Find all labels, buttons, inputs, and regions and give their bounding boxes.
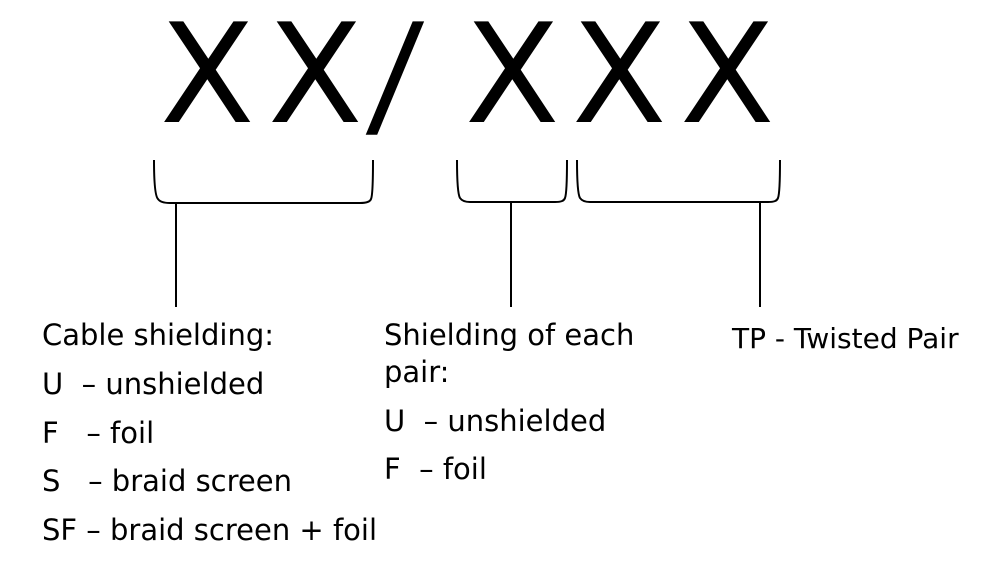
bracket-pair-shielding bbox=[456, 159, 568, 203]
code-letter-3: X bbox=[465, 0, 560, 155]
cable-shielding-item-f: F – foil bbox=[42, 415, 155, 450]
code-letter-1: X bbox=[160, 0, 255, 155]
cable-shielding-title: Cable shielding: bbox=[42, 318, 275, 352]
code-letter-4: X bbox=[572, 0, 667, 155]
code-letter-5: X bbox=[680, 0, 775, 155]
pair-shielding-title-line2: pair: bbox=[384, 354, 450, 389]
pair-shielding-item-u: U – unshielded bbox=[384, 403, 607, 438]
pair-shielding-title-line1: Shielding of each bbox=[384, 318, 635, 352]
bracket-twisted-pair bbox=[576, 159, 781, 203]
cable-shielding-item-s: S – braid screen bbox=[42, 464, 292, 499]
cable-shielding-legend: Cable shielding: U – unshielded F – foil… bbox=[42, 318, 377, 562]
pair-shielding-legend: Shielding of each pair: U – unshielded F… bbox=[384, 318, 634, 501]
code-letter-2: X bbox=[268, 0, 363, 155]
cable-shielding-item-sf: SF – braid screen + foil bbox=[42, 513, 378, 548]
cable-shielding-item-u: U – unshielded bbox=[42, 366, 265, 401]
twisted-pair-label: TP - Twisted Pair bbox=[732, 322, 959, 355]
pair-shielding-item-f: F – foil bbox=[384, 452, 487, 487]
bracket-cable-shielding bbox=[153, 159, 374, 204]
